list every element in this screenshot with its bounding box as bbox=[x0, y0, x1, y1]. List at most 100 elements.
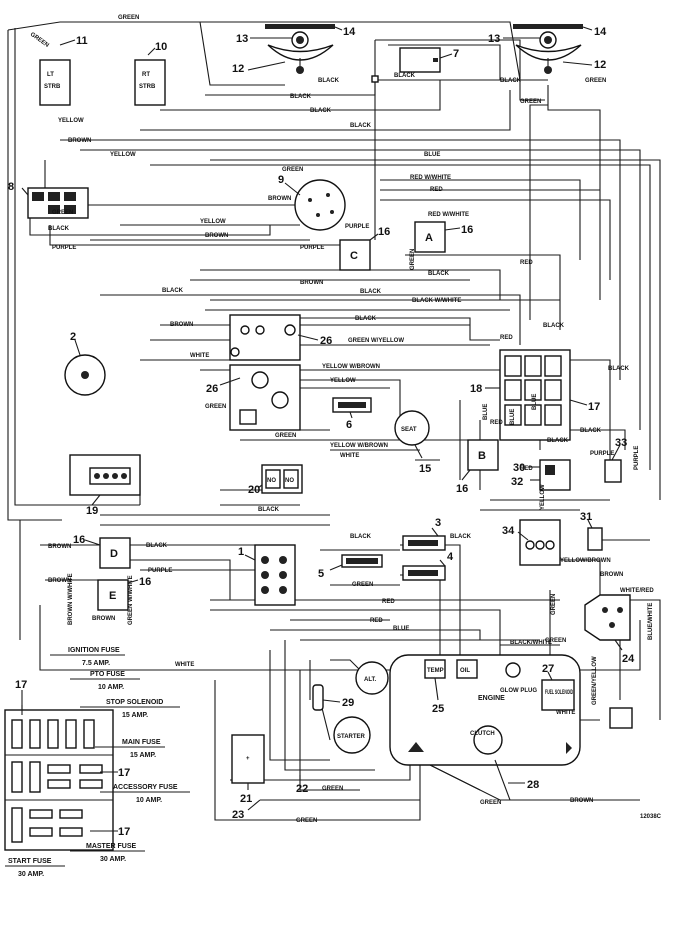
wire-color-labels: GREEN GREEN YELLOW BLACK BLACK BLACK BLA… bbox=[29, 15, 654, 824]
callout-12b: 12 bbox=[594, 59, 606, 71]
connector-block-26 bbox=[229, 314, 301, 431]
callout-13b: 13 bbox=[488, 33, 500, 45]
component-7 bbox=[371, 47, 441, 83]
relay-c-letter: C bbox=[350, 250, 358, 262]
lt-strb-label: STRB bbox=[44, 84, 61, 90]
callout-26a: 26 bbox=[320, 335, 332, 347]
battery-21: + bbox=[231, 734, 265, 784]
relay-b: B bbox=[467, 439, 499, 471]
wire-label: YELLOW/BROWN bbox=[560, 558, 611, 564]
lt-label: LT bbox=[47, 72, 54, 78]
pto-fuse-amp: 10 AMP. bbox=[98, 684, 124, 691]
callout-1: 1 bbox=[238, 546, 244, 558]
component-3 bbox=[402, 535, 446, 551]
accessory-fuse-amp: 10 AMP. bbox=[136, 797, 162, 804]
wire-label: GREEN bbox=[282, 167, 303, 173]
pto-fuse-label: PTO FUSE bbox=[90, 671, 125, 678]
wire-label: RED W/WHITE bbox=[410, 175, 451, 181]
wire-label: WHITE bbox=[190, 353, 209, 359]
callout-32: 32 bbox=[511, 476, 523, 488]
rt-label: RT bbox=[142, 72, 150, 78]
callout-16a: 16 bbox=[378, 226, 390, 238]
callout-17c: 17 bbox=[118, 767, 130, 779]
oil-sender: OIL bbox=[456, 659, 478, 679]
callout-30: 30 bbox=[513, 462, 525, 474]
relay-a: A bbox=[414, 221, 446, 253]
glow-plug: GLOW PLUG bbox=[500, 662, 537, 694]
component-5 bbox=[341, 554, 383, 568]
wire-label: GREEN W/WHITE bbox=[128, 575, 134, 625]
callout-16c: 16 bbox=[456, 483, 468, 495]
callout-17a: 17 bbox=[588, 401, 600, 413]
glow-plug-label: GLOW PLUG bbox=[500, 688, 537, 694]
wire-label: BLACK bbox=[48, 226, 70, 232]
wire-label: YELLOW bbox=[330, 378, 356, 384]
relay-a-letter: A bbox=[425, 232, 433, 244]
relay-bank-17 bbox=[499, 349, 571, 441]
wire-label: BLACK W/WHITE bbox=[412, 298, 461, 304]
callout-12: 12 bbox=[232, 63, 244, 75]
ground-symbol bbox=[408, 742, 424, 752]
wire-label: GREEN bbox=[551, 594, 557, 615]
wire-label: RED bbox=[500, 335, 513, 341]
wire-label: BLACK bbox=[162, 288, 184, 294]
wire-label: YELLOW bbox=[110, 152, 136, 158]
wire-label: RED bbox=[382, 599, 395, 605]
wire-label: BLACK/WHITE bbox=[510, 640, 552, 646]
seat-switch: SEAT bbox=[394, 410, 430, 446]
relay-d: D bbox=[99, 537, 131, 569]
engine-label: ENGINE bbox=[478, 695, 505, 702]
relay-b-letter: B bbox=[478, 450, 486, 462]
component-19 bbox=[69, 454, 141, 496]
key-switch-9 bbox=[294, 179, 346, 231]
fuse-labels: IGNITION FUSE 7.5 AMP. PTO FUSE 10 AMP. … bbox=[5, 647, 190, 878]
wire-label: BROWN bbox=[300, 280, 323, 286]
callout-6: 6 bbox=[346, 419, 352, 431]
callout-16e: 16 bbox=[139, 576, 151, 588]
master-fuse-amp: 30 AMP. bbox=[100, 856, 126, 863]
callout-23: 23 bbox=[232, 809, 244, 821]
wire-label: BROWN bbox=[170, 322, 193, 328]
component-34 bbox=[519, 519, 561, 566]
wire-label: GREEN bbox=[352, 582, 373, 588]
wire-label: GREEN bbox=[585, 78, 606, 84]
lt-strobe-unit: LT STRB bbox=[39, 59, 71, 106]
wire-label: GREEN W/YELLOW bbox=[348, 338, 404, 344]
callout-20: 20 bbox=[248, 484, 260, 496]
component-31 bbox=[587, 527, 603, 551]
callout-16d: 16 bbox=[73, 534, 85, 546]
wire-label: WHITE bbox=[175, 662, 194, 668]
wire-label: GREEN bbox=[520, 99, 541, 105]
wire-label: BLACK bbox=[310, 108, 332, 114]
fuse-29 bbox=[312, 684, 324, 711]
wire-label: YELLOW bbox=[540, 484, 546, 510]
wire-label: BLACK bbox=[547, 438, 569, 444]
wire-label: BLUE/WHITE bbox=[648, 603, 654, 640]
relay-c: C bbox=[339, 239, 371, 271]
callout-14b: 14 bbox=[594, 26, 607, 38]
wire-label: PURPLE bbox=[345, 224, 369, 230]
wire-label: GREEN bbox=[29, 32, 50, 49]
callout-25: 25 bbox=[432, 703, 444, 715]
wire-label: BROWN bbox=[205, 233, 228, 239]
wire-label: BLUE bbox=[393, 626, 409, 632]
switch-20: NO NO bbox=[261, 464, 303, 494]
component-6 bbox=[332, 397, 372, 413]
wire-label: RED bbox=[430, 187, 443, 193]
stop-solenoid-label: STOP SOLENOID bbox=[106, 699, 163, 706]
callout-26b: 26 bbox=[206, 383, 218, 395]
wire-label: BLUE bbox=[510, 409, 516, 425]
callout-33: 33 bbox=[615, 437, 627, 449]
start-fuse-label: START FUSE bbox=[8, 858, 52, 865]
component-28 bbox=[494, 759, 511, 801]
master-fuse-label: MASTER FUSE bbox=[86, 843, 137, 850]
wire-label: GREEN bbox=[296, 818, 317, 824]
wire-label: WHITE/RED bbox=[620, 588, 654, 594]
temp-sender: TEMP bbox=[424, 659, 446, 679]
wire-label: BLUE bbox=[532, 394, 538, 410]
wire-label: BROWN bbox=[570, 798, 593, 804]
wire-label: BROWN W/WHITE bbox=[68, 573, 74, 625]
wire-label: BLACK bbox=[394, 73, 416, 79]
callout-13: 13 bbox=[236, 33, 248, 45]
